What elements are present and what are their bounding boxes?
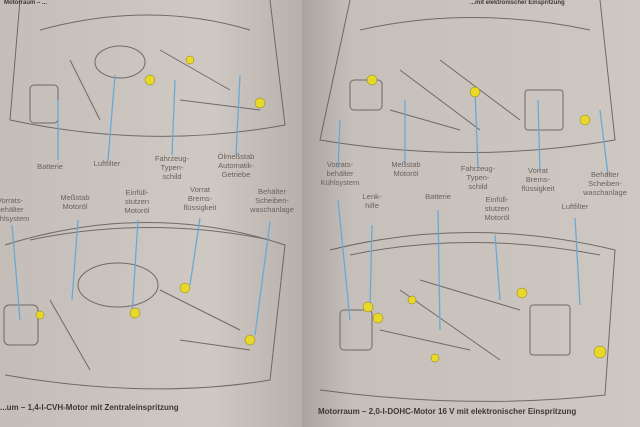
right-bottom-bay-outline bbox=[319, 232, 616, 402]
label-waschanlage: Behälter Scheiben- waschanlage bbox=[250, 187, 294, 214]
label-einfuellstutzen: Einfüll- stutzen Motoröl bbox=[124, 188, 150, 215]
service-point-markers bbox=[35, 55, 607, 363]
left-bottom-bay-outline bbox=[4, 222, 286, 390]
left-caption: ...um – 1,4-l-CVH-Motor mit Zentraleinsp… bbox=[0, 403, 179, 412]
label-lenkhilfe-r: Lenk- hilfe bbox=[362, 192, 382, 210]
air-filter-left-bottom bbox=[77, 262, 159, 308]
right-caption: Motorraum – 2,0-l-DOHC-Motor 16 V mit el… bbox=[318, 407, 577, 416]
left-top-caption: Motorraum – ... bbox=[4, 0, 48, 6]
label-batterie: Batterie bbox=[37, 162, 63, 171]
label-einfuellstutzen-r: Einfüll- stutzen Motoröl bbox=[484, 195, 510, 222]
label-luftfilter-r: Luftfilter bbox=[561, 202, 589, 211]
label-luftfilter: Luftfilter bbox=[93, 159, 121, 168]
right-top-bay-outline bbox=[319, 0, 616, 153]
right-page bbox=[302, 0, 640, 427]
label-kuehlsystem-r: Vorrats- behälter Kühlsystem bbox=[320, 160, 360, 187]
label-batterie-r: Batterie bbox=[425, 192, 451, 201]
label-messstab-motoroel-r: Meßstab Motoröl bbox=[391, 160, 421, 178]
label-bremsfluessigkeit-r: Vorrat Brems- flüssigkeit bbox=[521, 166, 555, 193]
leader-lines bbox=[11, 74, 609, 336]
air-filter-left-top bbox=[94, 45, 146, 79]
label-oelmessstab-getriebe: Ölmeßstab Automatik- Getriebe bbox=[217, 152, 255, 179]
left-top-bay-outline bbox=[9, 0, 286, 137]
label-typenschild: Fahrzeug- Typen- schild bbox=[154, 154, 190, 181]
label-messstab-motoroel: Meßstab Motoröl bbox=[60, 193, 90, 211]
label-waschanlage-r: Behälter Scheiben- waschanlage bbox=[583, 170, 627, 197]
right-top-caption: ...mit elektronischer Einspritzung bbox=[470, 0, 565, 6]
label-bremsfluessigkeit: Vorrat Brems- flüssigkeit bbox=[183, 185, 217, 212]
left-page bbox=[0, 0, 302, 427]
label-typenschild-r: Fahrzeug- Typen- schild bbox=[460, 164, 496, 191]
label-kuehlsystem: Vorrats- behälter Kühlsystem bbox=[0, 196, 30, 223]
